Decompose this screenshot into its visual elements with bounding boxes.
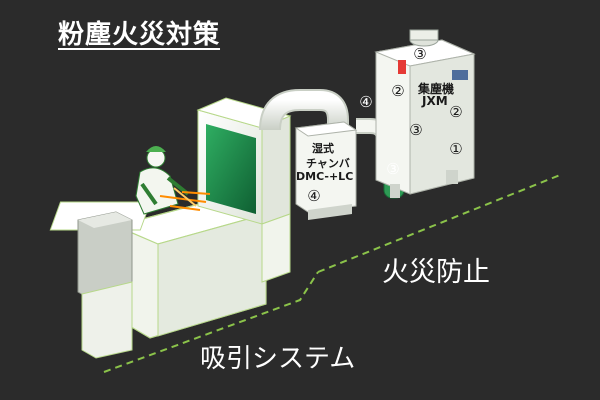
wet-chamber-label-line2: チャンバ xyxy=(306,157,350,170)
baseline-suction xyxy=(103,271,319,373)
wet-chamber-unit xyxy=(294,121,358,220)
fire-prevention-label: 火災防止 xyxy=(382,257,490,288)
page-title: 粉塵火災対策 xyxy=(58,20,221,50)
worker-figure xyxy=(135,146,211,215)
collector-label-name: 集塵機 xyxy=(418,82,455,96)
collector-label-model: JXM xyxy=(422,94,448,108)
dust-collector-unit xyxy=(374,29,476,198)
wet-chamber-label-model: DMC-+LC xyxy=(296,170,354,183)
marker-m3: ③ xyxy=(409,121,422,139)
marker-m2: ② xyxy=(449,103,462,121)
marker-m1: ① xyxy=(449,140,462,158)
marker-m4: ④ xyxy=(307,187,320,205)
wet-chamber-label-line1: 湿式 xyxy=(312,142,334,155)
marker-m4: ④ xyxy=(359,93,372,111)
marker-m2: ② xyxy=(391,82,404,100)
suction-system-label: 吸引システム xyxy=(200,344,356,374)
control-cabinet xyxy=(77,211,133,359)
baseline-fire xyxy=(317,174,561,273)
marker-m3: ③ xyxy=(413,45,426,63)
marker-m3: ③ xyxy=(386,160,399,178)
suction-hood xyxy=(196,97,292,283)
